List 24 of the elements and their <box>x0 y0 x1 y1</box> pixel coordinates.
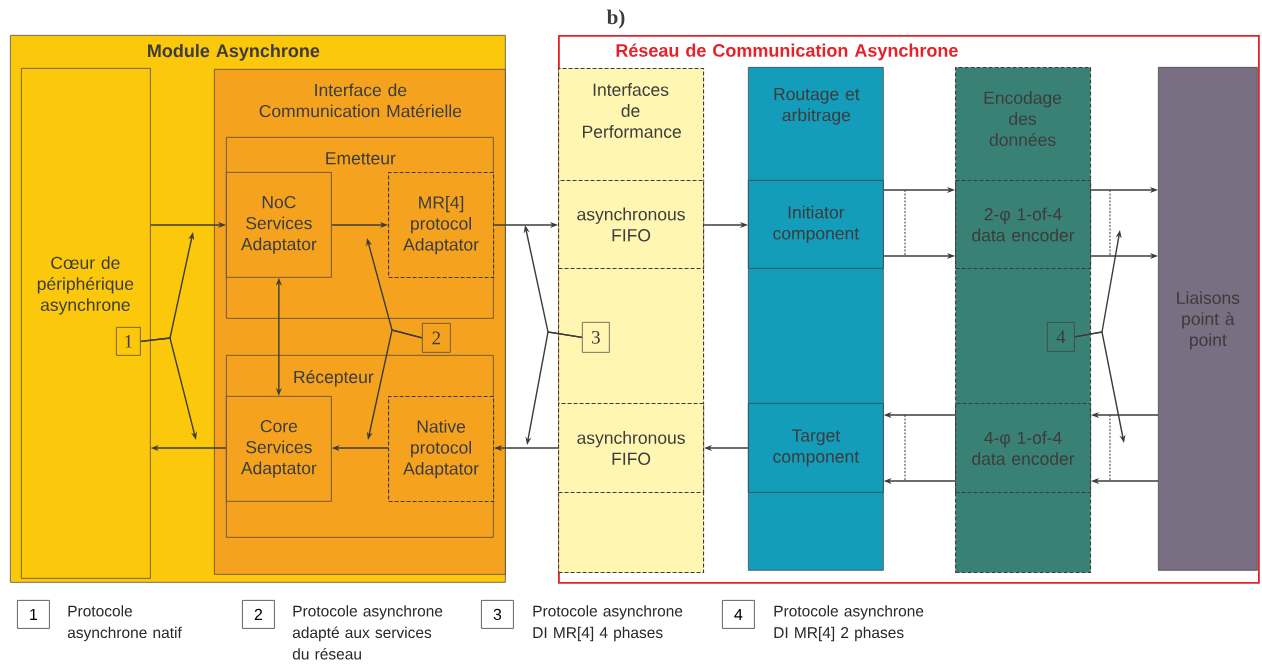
legend-number: 3 <box>481 600 514 629</box>
adaptor-box: MR[4] protocol Adaptator <box>388 172 495 279</box>
legend-number: 2 <box>242 600 275 629</box>
panel-letter: b) <box>606 9 625 29</box>
legend-number: 1 <box>17 600 50 629</box>
component-box: Target component <box>748 403 884 493</box>
callout-number: 3 <box>582 322 610 353</box>
fifo-box: asynchronous FIFO <box>558 180 705 270</box>
legend-text: Protocole asynchrone DI MR[4] 4 phases <box>533 605 683 642</box>
legend-number: 4 <box>722 600 755 629</box>
legend-text: Protocole asynchrone natif <box>67 605 182 642</box>
legend-text: Protocole asynchrone DI MR[4] 2 phases <box>774 605 924 642</box>
callout-number: 4 <box>1047 322 1075 352</box>
encoder-box: 4-φ 1-of-4 data encoder <box>955 403 1092 494</box>
link-column: Liaisons point à point <box>1158 67 1258 571</box>
callout-number: 2 <box>422 323 451 353</box>
encoder-box: 2-φ 1-of-4 data encoder <box>955 180 1092 270</box>
callout-number: 1 <box>116 327 141 356</box>
adaptor-box: Core Services Adaptator <box>226 396 332 502</box>
legend-text: Protocole asynchrone adapté aux services du réseau <box>292 605 443 660</box>
adaptor-box: Native protocol Adaptator <box>388 396 495 503</box>
component-box: Initiator component <box>748 180 884 269</box>
fifo-box: asynchronous FIFO <box>558 403 705 494</box>
adaptor-box: NoC Services Adaptator <box>226 172 332 278</box>
